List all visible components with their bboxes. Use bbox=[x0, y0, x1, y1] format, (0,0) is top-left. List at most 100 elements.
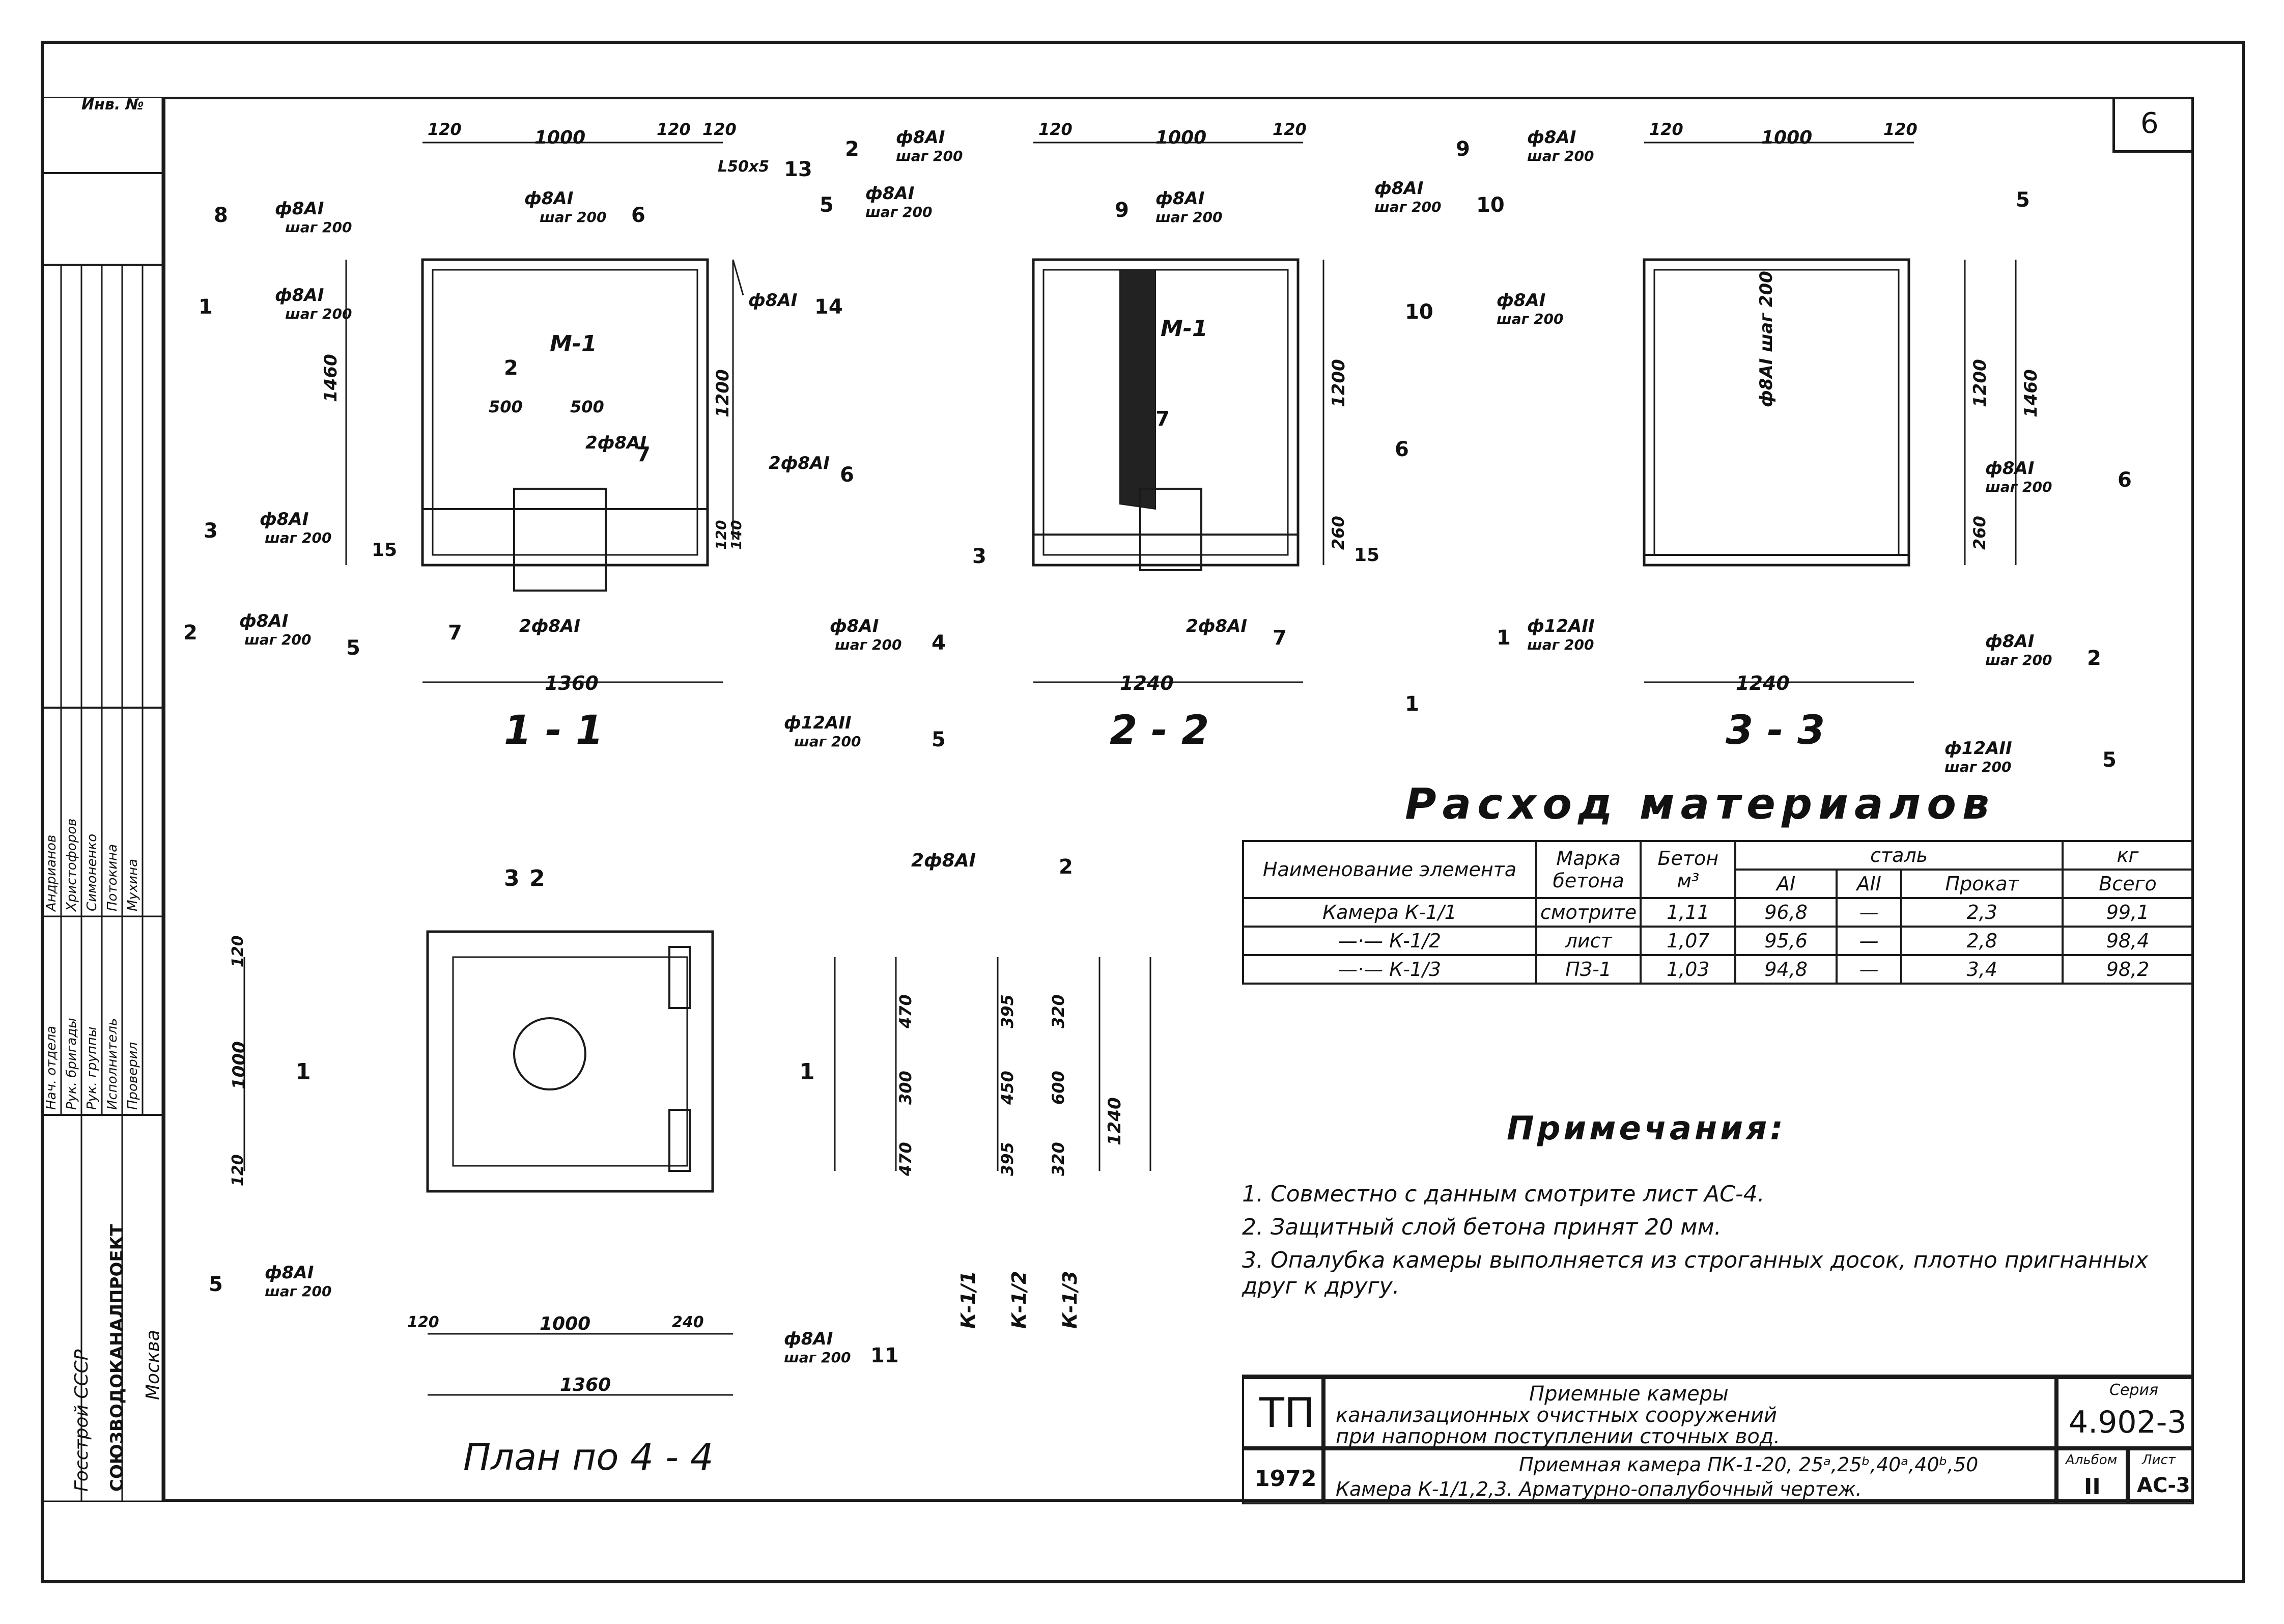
s11-callout-13-num: 13 bbox=[784, 158, 812, 181]
s22-callout-6-num: 6 bbox=[1395, 438, 1409, 461]
row-2-concrete: 1,03 bbox=[1640, 954, 1737, 985]
s33-dim-1240: 1240 bbox=[1736, 672, 1790, 694]
s11-callout-14-num: 14 bbox=[814, 295, 843, 319]
plan-left-dim-1: 1000 bbox=[229, 1041, 249, 1089]
plan-title: План по 4 - 4 bbox=[463, 1436, 714, 1478]
s22-callout-7-num: 7 bbox=[1155, 407, 1170, 431]
s22-dim-120a: 120 bbox=[1038, 120, 1073, 139]
sheet-title-cell: Приемная камера ПК-1-20, 25ᵃ,25ᵇ,40ᵃ,40ᵇ… bbox=[1323, 1448, 2056, 1504]
s22-callout-9-spec: ф8AI bbox=[1155, 188, 1205, 209]
s33-callout-10-spec: ф8AI bbox=[1497, 290, 1546, 311]
notes-list: 1. Совместно с данным смотрите лист АС-4… bbox=[1242, 1181, 2189, 1306]
s33-dim-260: 260 bbox=[1970, 516, 1989, 550]
s11-dim-1000: 1000 bbox=[534, 127, 586, 148]
plan-col-label-k12: К-1/2 bbox=[1008, 1271, 1030, 1329]
s11-callout-1-num: 1 bbox=[199, 295, 213, 319]
s11-steel-mark: L50x5 bbox=[718, 158, 770, 176]
plan-bottom-total: 1360 bbox=[560, 1375, 611, 1395]
s11-callout-4-spec: ф8AI bbox=[830, 616, 879, 636]
header-kg: кг bbox=[2062, 840, 2194, 871]
plan-k12-dim-0: 395 bbox=[998, 994, 1017, 1028]
plan-col-label-k13: К-1/3 bbox=[1059, 1271, 1081, 1329]
header-concrete: Бетон м³ bbox=[1640, 840, 1737, 899]
row-0-mark: смотрите bbox=[1535, 897, 1642, 928]
s33-callout-10-step: шаг 200 bbox=[1497, 311, 1564, 327]
s33-callout-6-spec: ф8AI bbox=[1985, 458, 2035, 479]
s11-callout-6b-spec: 2ф8AI bbox=[769, 453, 830, 473]
album-value: II bbox=[2084, 1474, 2101, 1500]
s33-callout-10-num: 10 bbox=[1405, 300, 1433, 324]
plan-k11-dim-2: 470 bbox=[896, 1142, 915, 1176]
s11-callout-2b-step: шаг 200 bbox=[244, 631, 312, 648]
drawing-frame bbox=[163, 97, 2194, 1502]
logo-cell: ТП bbox=[1242, 1377, 1323, 1448]
plan-callout-11-spec: ф8AI bbox=[784, 1329, 833, 1349]
row-0-concrete: 1,11 bbox=[1640, 897, 1737, 928]
s33-callout-2-spec: ф8AI bbox=[1985, 631, 2035, 652]
s22-part-label: М-1 bbox=[1161, 316, 1208, 342]
s22-dim-1240: 1240 bbox=[1120, 672, 1174, 694]
sheet-label: Лист bbox=[2142, 1452, 2176, 1468]
plan-callout-5-spec: ф8AI bbox=[265, 1263, 314, 1283]
plan-k12-dim-1: 450 bbox=[998, 1071, 1017, 1105]
s33-callout-5b-spec: ф12AII bbox=[1944, 738, 2012, 759]
s22-callout-7b-spec: 2ф8AI bbox=[1186, 616, 1248, 636]
drawing-sheet bbox=[41, 41, 2245, 1583]
s22-callout-1-num: 1 bbox=[1405, 692, 1419, 716]
plan-left-dim-2: 120 bbox=[229, 1154, 247, 1186]
title-line2: канализационных очистных сооружений bbox=[1336, 1404, 1777, 1427]
row-1-total: 98,4 bbox=[2062, 926, 2194, 956]
s33-dim-1000: 1000 bbox=[1761, 127, 1813, 148]
s22-callout-9-num: 9 bbox=[1115, 199, 1129, 222]
s11-callout-6-spec: ф8AI bbox=[524, 188, 574, 209]
table-row: —·— К-1/3 ПЗ-1 1,03 94,8 — 3,4 98,2 bbox=[1242, 954, 2194, 985]
s22-callout-10-num: 10 bbox=[1476, 193, 1505, 217]
s33-callout-9-num: 9 bbox=[1456, 137, 1470, 161]
s11-dim-1200: 1200 bbox=[713, 369, 733, 417]
plan-bottom-dim-2: 240 bbox=[672, 1313, 704, 1331]
logo-tp: ТП bbox=[1259, 1389, 1315, 1437]
album-cell: Альбом II bbox=[2056, 1448, 2128, 1504]
row-1-name: —·— К-1/2 bbox=[1242, 926, 1537, 956]
s11-callout-7-spec: 2ф8AI bbox=[585, 433, 647, 453]
plan-callout-5-step: шаг 200 bbox=[265, 1283, 332, 1300]
s33-callout-5b-num: 5 bbox=[2102, 748, 2117, 772]
s11-callout-5-num: 5 bbox=[346, 636, 360, 660]
series-label: Серия bbox=[2109, 1381, 2158, 1399]
page-number: 6 bbox=[2140, 107, 2159, 140]
s33-callout-2-step: шаг 200 bbox=[1985, 652, 2052, 668]
s11-callout-7b-spec: 2ф8AI bbox=[519, 616, 581, 636]
header-mark: Марка бетона bbox=[1535, 840, 1642, 899]
s22-callout-2-num: 2 bbox=[845, 137, 859, 161]
header-total: Всего bbox=[2062, 869, 2194, 899]
s22-callout-10-spec: ф8AI bbox=[1374, 178, 1424, 199]
title-line1: Приемные камеры bbox=[1529, 1382, 1729, 1406]
plan-k11-dim-0: 470 bbox=[896, 994, 915, 1028]
title-line3: при напорном поступлении сточных вод. bbox=[1336, 1425, 1781, 1448]
plan-cut-1-left: 1 bbox=[295, 1059, 311, 1085]
row-0-name: Камера К-1/1 bbox=[1242, 897, 1537, 928]
s22-dim-1000: 1000 bbox=[1155, 127, 1207, 148]
sheet-value: АС-3 bbox=[2137, 1474, 2190, 1497]
row-1-ai: 95,6 bbox=[1734, 926, 1838, 956]
s11-callout-3-num: 3 bbox=[204, 519, 218, 543]
section-22-drawing bbox=[1032, 142, 1324, 683]
s33-callout-2-num: 2 bbox=[2087, 647, 2101, 670]
note-item: 3. Опалубка камеры выполняется из строга… bbox=[1242, 1247, 2149, 1299]
s22-callout-2-step: шаг 200 bbox=[896, 148, 963, 164]
header-aii: AII bbox=[1836, 869, 1903, 899]
s22-callout-5-spec: ф8AI bbox=[865, 183, 915, 204]
title-block: ТП 1972 Приемные камеры канализационных … bbox=[1242, 1375, 2194, 1504]
s11-dim-1460: 1460 bbox=[321, 354, 341, 402]
s33-callout-9-step: шаг 200 bbox=[1527, 148, 1594, 164]
s11-callout-6b-num: 6 bbox=[840, 463, 854, 487]
title-cell: Приемные камеры канализационных очистных… bbox=[1323, 1377, 2056, 1448]
s11-callout-1-spec: ф8AI bbox=[275, 285, 324, 305]
s11-callout-6-step: шаг 200 bbox=[540, 209, 607, 226]
s33-callout-6-step: шаг 200 bbox=[1985, 479, 2052, 495]
plan-callout-5-num: 5 bbox=[209, 1273, 223, 1296]
section-11-title: 1 - 1 bbox=[504, 708, 604, 753]
table-row: —·— К-1/2 лист 1,07 95,6 — 2,8 98,4 bbox=[1242, 926, 2194, 956]
s33-callout-1-spec: ф12AII bbox=[1527, 616, 1595, 636]
